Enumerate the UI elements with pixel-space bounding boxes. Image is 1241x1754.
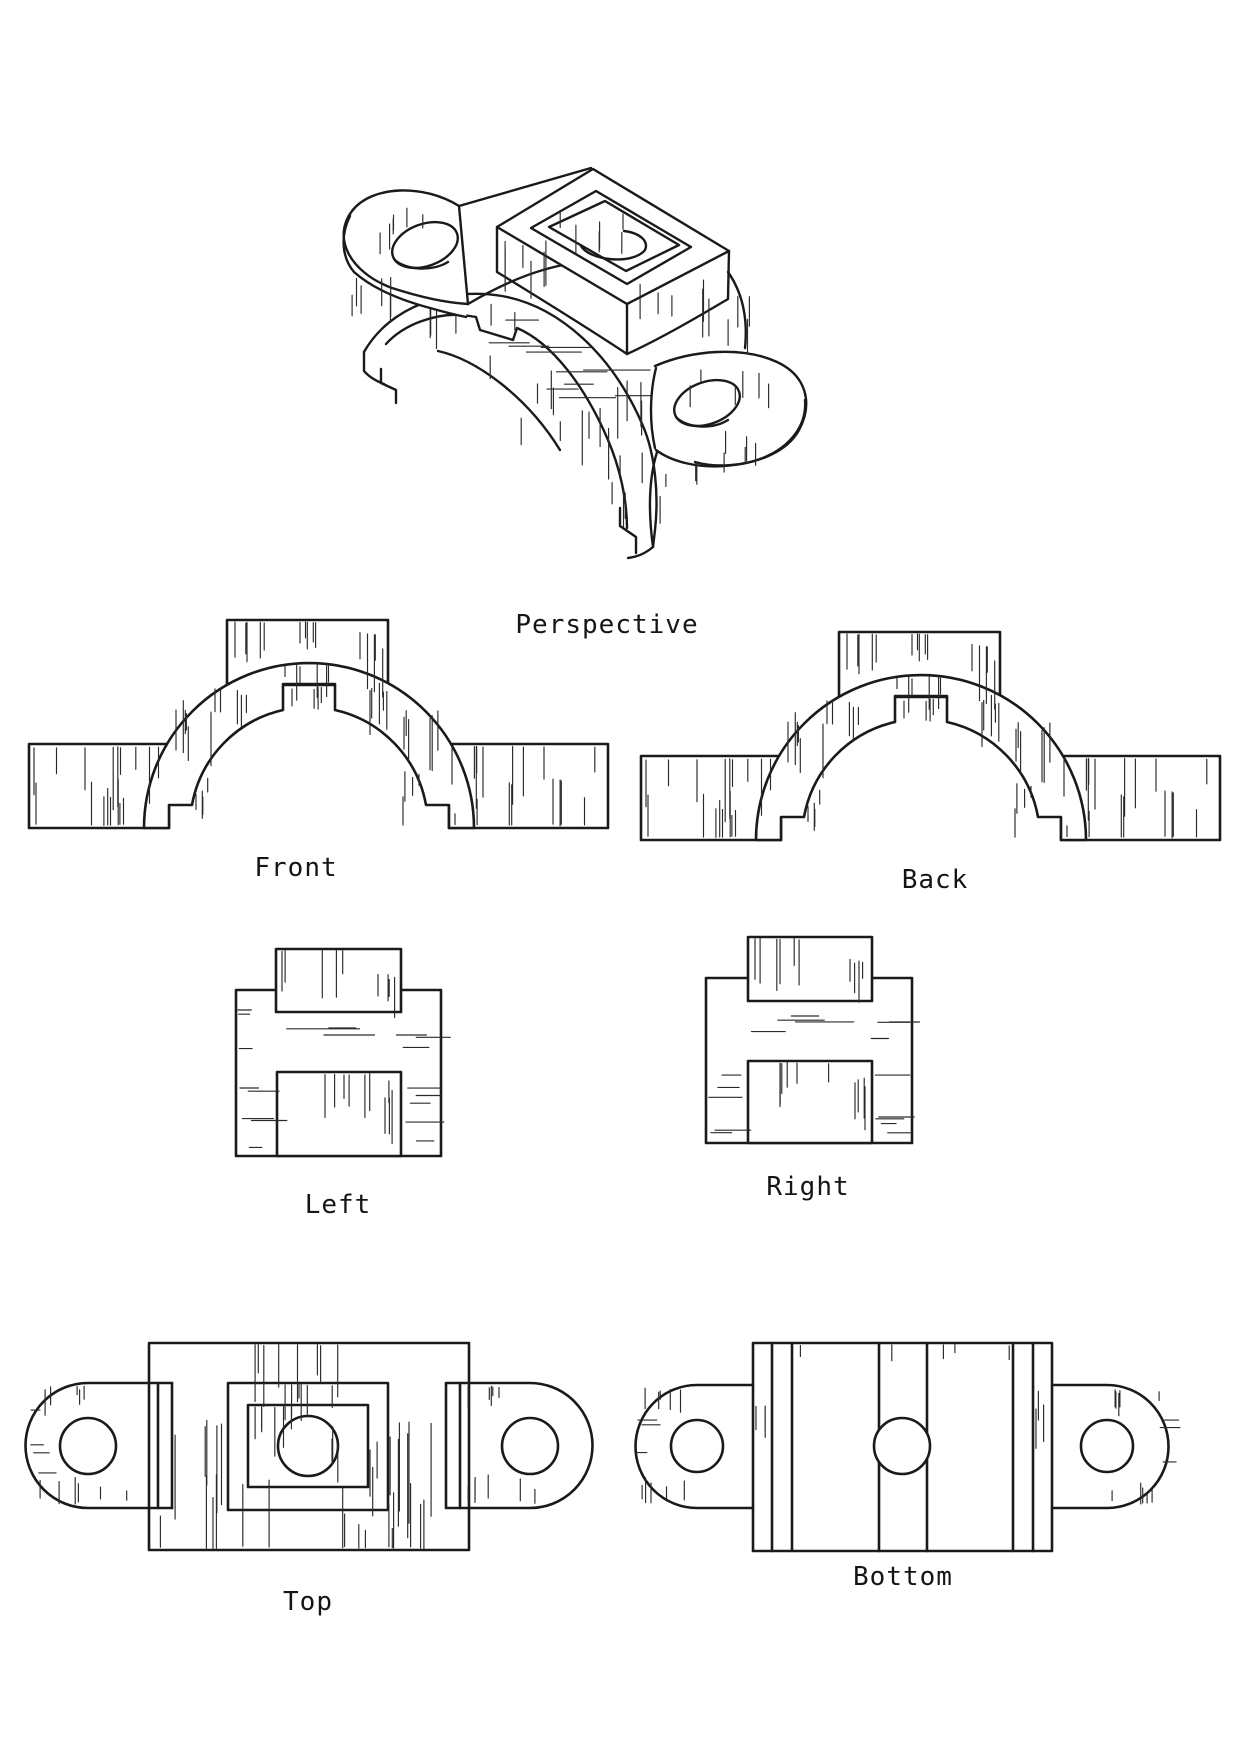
perspective-label: Perspective — [515, 610, 698, 640]
arch-back-outer-arc-right — [726, 270, 747, 350]
center-hole — [276, 1414, 340, 1478]
top-label: Top — [283, 1587, 333, 1617]
boss-hatching — [504, 211, 710, 338]
arch-back-inner-arc — [436, 349, 562, 452]
perspective-view — [342, 166, 808, 560]
left-lug-hole — [669, 1418, 725, 1474]
boss-pocket-wall-base — [547, 199, 681, 273]
arch-opening — [746, 1059, 874, 1145]
back-label: Back — [902, 865, 969, 895]
boss-right-face-edges — [625, 249, 731, 356]
boss-tab — [746, 935, 874, 1003]
left-label: Left — [305, 1190, 372, 1220]
right-lug-hole — [1079, 1418, 1135, 1474]
front-view — [27, 618, 610, 830]
boss-pocket-hole-arc — [579, 229, 648, 261]
top-view-hatching — [30, 1344, 536, 1550]
left-lug-block-edge — [457, 204, 470, 306]
center-hole — [872, 1416, 932, 1476]
bottom-view — [634, 1341, 1181, 1553]
right-view-hatching — [708, 937, 921, 1134]
right-lug-underside-edge — [648, 450, 659, 549]
right-foot-edges — [618, 506, 655, 560]
left-lug-outline — [24, 1381, 174, 1510]
right-lug-outline — [445, 1381, 594, 1510]
back-view — [639, 630, 1222, 842]
boss-left-face-edges — [495, 225, 629, 356]
front-hatching — [33, 621, 596, 827]
left-lug-outline — [634, 1383, 755, 1510]
left-lug-hatching — [351, 207, 424, 323]
right-view — [704, 935, 921, 1145]
left-lug-thickness-edge — [342, 214, 468, 319]
right-lug-hole-depth-edge — [674, 415, 730, 428]
front-label: Front — [254, 853, 337, 883]
left-foot-edges — [362, 350, 398, 405]
arch-hatching — [429, 303, 656, 528]
boss-tab — [274, 947, 403, 1014]
left-view — [234, 947, 451, 1158]
right-label: Right — [766, 1172, 849, 1202]
right-wing — [447, 742, 610, 830]
left-lug-hole — [391, 220, 459, 270]
top-view — [24, 1341, 594, 1552]
left-lug-hole — [58, 1416, 118, 1476]
right-lug-thickness-edge — [693, 398, 807, 467]
right-lug-hole — [500, 1416, 560, 1476]
arch-back-outer-arc-left — [466, 263, 565, 306]
arch-body — [142, 661, 476, 830]
bottom-label: Bottom — [853, 1562, 953, 1592]
boss-top-face — [495, 167, 731, 306]
arch-front-outer-arc — [362, 292, 658, 549]
bottom-view-hatching — [635, 1343, 1181, 1505]
right-lug-hatching — [659, 295, 770, 524]
right-lug-crease-edge — [649, 366, 658, 450]
right-lug-outline — [1050, 1383, 1170, 1510]
left-view-hatching — [237, 949, 451, 1148]
left-lug-hole-depth-edge — [392, 257, 450, 270]
arch-opening — [275, 1070, 403, 1158]
lug-to-boss-edge — [457, 166, 593, 208]
boss-pocket-rim — [529, 189, 693, 286]
